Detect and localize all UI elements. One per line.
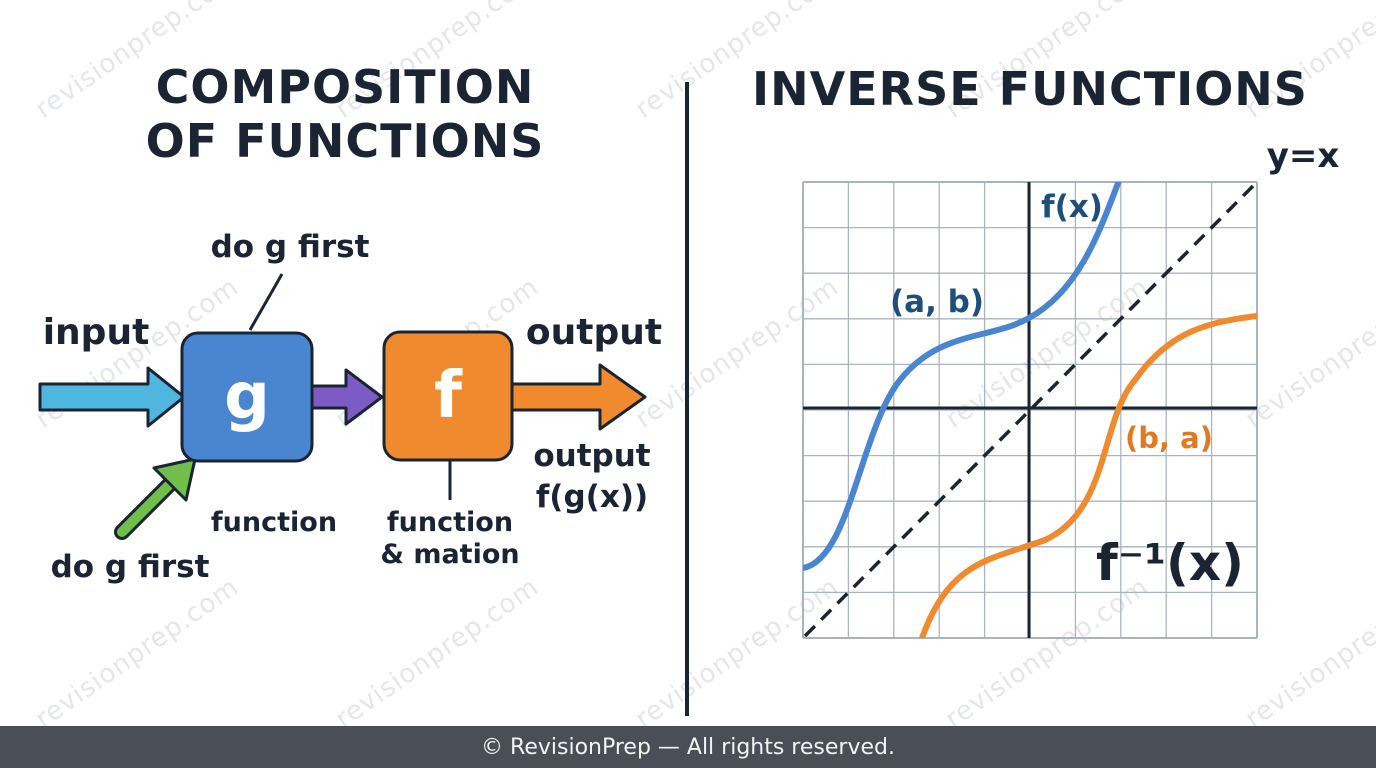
- f-curve-label: f(x): [1041, 189, 1103, 225]
- diagonal-input-arrow: [114, 457, 197, 540]
- note-pointer-line: [248, 273, 284, 331]
- f-box-label: f: [434, 359, 463, 433]
- f-function-box: [382, 330, 514, 462]
- g-caption: function: [211, 507, 337, 538]
- composition-title-line1: COMPOSITION: [155, 60, 535, 114]
- footer-text: © RevisionPrep — All rights reserved.: [481, 734, 895, 760]
- point-ba-label: (b, a): [1125, 421, 1213, 455]
- composition-diagram: g f input output do g first do g first f…: [38, 229, 662, 585]
- f-caption-line2: & mation: [380, 539, 519, 570]
- f-inverse-label-text: f⁻¹(x): [1096, 534, 1244, 592]
- bottom-note: do g first: [51, 549, 210, 585]
- input-arrow: [38, 366, 186, 428]
- output-arrow: [510, 363, 647, 431]
- top-note: do g first: [211, 229, 370, 265]
- g-function-box: [180, 331, 314, 463]
- g-to-f-arrow: [310, 368, 384, 426]
- f-inverse-curve: [919, 313, 1257, 638]
- g-box-label: g: [224, 360, 270, 434]
- section-divider: [685, 82, 689, 716]
- f-inverse-label: f⁻¹(x): [1096, 534, 1244, 592]
- identity-line-label: y=x: [1267, 136, 1340, 176]
- result-line2: f(g(x)): [536, 479, 648, 515]
- composition-title: COMPOSITION OF FUNCTIONS: [100, 60, 590, 168]
- diagram-canvas: g f input output do g first do g first f…: [38, 136, 1340, 639]
- inverse-graph: y=x f(x) (a, b) (b, a) f⁻¹(x): [802, 136, 1340, 639]
- result-line1: output: [533, 438, 650, 474]
- f-curve: [803, 182, 1122, 571]
- input-label: input: [43, 312, 150, 353]
- composition-title-line2: OF FUNCTIONS: [145, 114, 545, 168]
- footer: © RevisionPrep — All rights reserved.: [0, 726, 1376, 768]
- f-caption-line1: function: [387, 507, 513, 538]
- output-label: output: [526, 312, 662, 353]
- inverse-title: INVERSE FUNCTIONS: [752, 62, 1308, 116]
- point-ab-label: (a, b): [890, 284, 984, 320]
- identity-line: [803, 180, 1259, 638]
